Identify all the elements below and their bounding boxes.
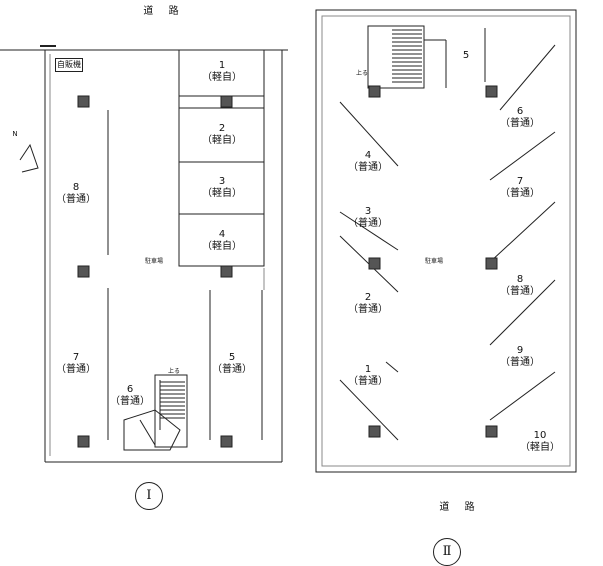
plan-2-space-6: 6（普通） <box>500 106 540 130</box>
plan-2-space-1: 1（普通） <box>348 364 388 388</box>
space-number: 4 <box>218 229 226 240</box>
space-type: （軽自） <box>202 135 242 146</box>
plan-2-space-3: 3（普通） <box>348 206 388 230</box>
space-type: （普通） <box>348 162 388 173</box>
space-type: （普通） <box>110 396 150 407</box>
space-type: （普通） <box>212 364 252 375</box>
plan-2-numeral: Ⅱ <box>433 538 461 566</box>
north-arrow-icon <box>19 143 39 173</box>
plan-1-stair-steps <box>160 381 185 419</box>
space-type: （普通） <box>500 286 540 297</box>
space-number: 2 <box>364 292 372 303</box>
plan-1-space-7: 7（普通） <box>56 352 96 376</box>
space-number: 7 <box>72 352 80 363</box>
pillar <box>220 265 233 278</box>
space-type: （普通） <box>500 188 540 199</box>
space-number: 1 <box>364 364 372 375</box>
plan-2-outer-wall <box>315 9 577 473</box>
space-number: 8 <box>516 274 524 285</box>
plan-2-diag-r2 <box>489 131 556 181</box>
plan-2-road-label: 道 路 <box>439 502 481 513</box>
plan-1-pillars <box>77 95 233 448</box>
space-number: 8 <box>72 182 80 193</box>
pillar <box>220 95 233 108</box>
pillar <box>368 85 381 98</box>
plan-1-space-5: 5（普通） <box>212 352 252 376</box>
pillar <box>485 425 498 438</box>
plan-2-pillars <box>368 85 498 438</box>
space-type: （軽自） <box>202 188 242 199</box>
plan-2-stair-outer <box>367 25 425 89</box>
pillar <box>220 435 233 448</box>
space-type: （普通） <box>348 376 388 387</box>
pillar <box>77 95 90 108</box>
space-number: 1 <box>218 60 226 71</box>
plan-1-numeral: Ⅰ <box>135 482 163 510</box>
space-type: （普通） <box>56 364 96 375</box>
pillar <box>485 85 498 98</box>
space-type: （軽自） <box>202 241 242 252</box>
space-type: （普通） <box>500 357 540 368</box>
plan-2-diag-l1 <box>339 101 399 167</box>
plan-2-space-8: 8（普通） <box>500 274 540 298</box>
plan-1-stair-diag <box>139 419 156 446</box>
plan-2-space-10: 10（軽自） <box>520 430 560 454</box>
plan-1-space-4: 4（軽自） <box>202 229 242 253</box>
plan-2-space-4: 4（普通） <box>348 150 388 174</box>
pillar <box>368 425 381 438</box>
space-number: 4 <box>364 150 372 161</box>
pillar <box>485 257 498 270</box>
plan-1-space-2: 2（軽自） <box>202 123 242 147</box>
plan-2-diag-r1 <box>499 44 556 111</box>
plan-2-diag-l4 <box>339 379 399 441</box>
plan-1-space-6: 6（普通） <box>110 384 150 408</box>
space-number: 2 <box>218 123 226 134</box>
pillar <box>77 435 90 448</box>
space-type: （普通） <box>56 194 96 205</box>
plan-2-lot-label: 駐車場 <box>424 258 444 265</box>
plan-2-space-2: 2（普通） <box>348 292 388 316</box>
space-number: 6 <box>126 384 134 395</box>
space-type: （普通） <box>500 118 540 129</box>
space-type: （軽自） <box>202 72 242 83</box>
space-number: 9 <box>516 345 524 356</box>
space-number: 6 <box>516 106 524 117</box>
space-number: 3 <box>218 176 226 187</box>
plan-1-road-label: 道 路 <box>143 6 185 17</box>
space-number: 3 <box>364 206 372 217</box>
plan-1-north-label: N <box>12 130 18 138</box>
vending-machine-label: 自販機 <box>55 58 83 72</box>
plan-2-diag-l5 <box>385 361 399 373</box>
plan-2-space-5: 5 <box>463 50 469 62</box>
plan-1-lot-label: 駐車場 <box>144 258 164 265</box>
pillar <box>77 265 90 278</box>
plan-2-drawing <box>315 9 577 473</box>
space-type: （普通） <box>348 304 388 315</box>
space-type: （軽自） <box>520 442 560 453</box>
plan-2-diag-l2 <box>339 211 399 251</box>
plan-2-inner-wall <box>321 15 571 467</box>
space-number: 5 <box>228 352 236 363</box>
plan-1-stair-label: 上る <box>167 368 181 375</box>
plan-1-space-3: 3（軽自） <box>202 176 242 200</box>
space-number: 10 <box>533 430 547 441</box>
plan-2-space-7: 7（普通） <box>500 176 540 200</box>
pillar <box>368 257 381 270</box>
plan-2-stair-steps <box>392 29 422 83</box>
plan-2-space-9: 9（普通） <box>500 345 540 369</box>
plan-2-diag-r5 <box>489 371 556 421</box>
space-type: （普通） <box>348 218 388 229</box>
plan-1-space-1: 1（軽自） <box>202 60 242 84</box>
plan-1-space-8: 8（普通） <box>56 182 96 206</box>
plan-2-stair-label: 上る <box>355 70 369 77</box>
plan-1-stair-base <box>123 409 181 451</box>
space-number: 5 <box>462 50 470 61</box>
plan-2-diag-r3 <box>489 201 556 263</box>
space-number: 7 <box>516 176 524 187</box>
plan-2-diag-r4 <box>489 279 556 346</box>
